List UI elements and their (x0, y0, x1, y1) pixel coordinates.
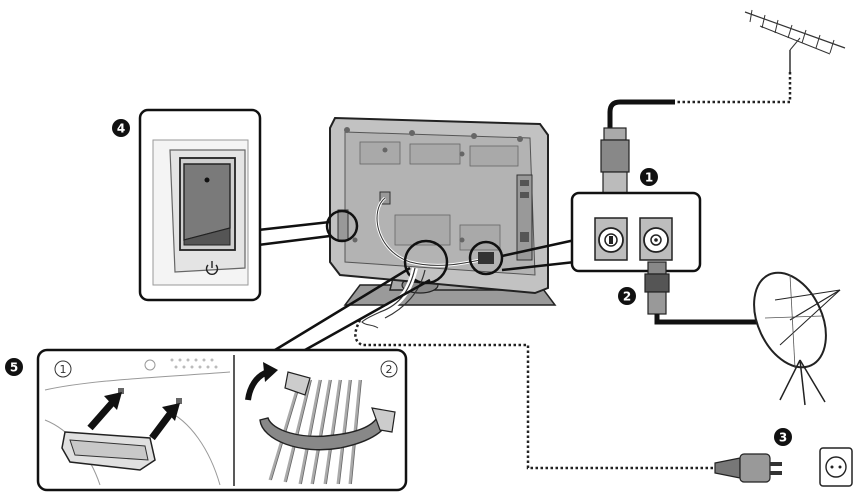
cable-holder-right (468, 240, 504, 276)
step-2-marker: 2 (380, 360, 398, 378)
satellite-socket-icon (639, 217, 673, 261)
cable-holder-panel: 1 2 (36, 266, 431, 492)
satellite-plug (644, 261, 670, 315)
svg-text:5: 5 (10, 361, 18, 375)
callout-5: 5 (5, 358, 23, 376)
svg-text:2: 2 (623, 290, 631, 304)
svg-text:1: 1 (645, 171, 653, 185)
svg-text:2: 2 (386, 363, 393, 376)
antenna-socket-panel (501, 191, 702, 273)
callout-2: 2 (618, 287, 636, 305)
power-standby-icon (205, 261, 219, 275)
rf-socket-icon (594, 217, 628, 261)
step-1-illustration (44, 358, 231, 486)
power-plug-icon (714, 453, 782, 483)
antenna-icon (744, 9, 846, 72)
satellite-dish-icon (753, 271, 841, 406)
wall-socket-icon (819, 447, 853, 487)
step-1-marker: 1 (54, 360, 72, 378)
callout-4: 4 (112, 119, 130, 137)
power-switch-panel (138, 108, 331, 302)
power-switch-zoom-marker (325, 209, 359, 243)
svg-text:1: 1 (60, 363, 67, 376)
step-2-illustration (245, 362, 396, 485)
svg-text:4: 4 (117, 122, 125, 136)
svg-text:3: 3 (779, 431, 787, 445)
antenna-plug (600, 127, 630, 205)
callout-3: 3 (774, 428, 792, 446)
callout-1: 1 (640, 168, 658, 186)
tv-back (329, 116, 557, 319)
